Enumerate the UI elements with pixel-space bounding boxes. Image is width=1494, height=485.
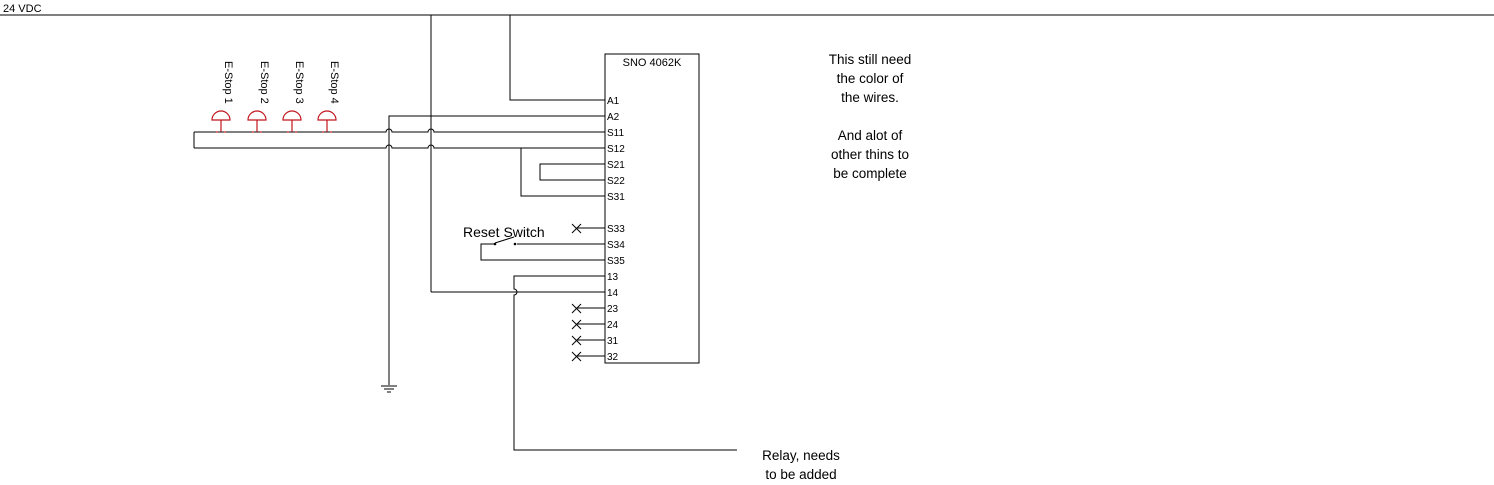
note-line: be complete bbox=[833, 166, 907, 181]
estop-label: E-Stop 2 bbox=[258, 61, 270, 104]
pin-label: 24 bbox=[607, 320, 619, 331]
relay-note-line: to be added bbox=[765, 467, 836, 482]
estop-label: E-Stop 4 bbox=[328, 61, 340, 104]
pin-label: S34 bbox=[607, 240, 625, 251]
estop-label: E-Stop 3 bbox=[293, 61, 305, 104]
estop-button-icon bbox=[211, 110, 231, 133]
estop-3: E-Stop 3 bbox=[282, 61, 305, 133]
note-line: the wires. bbox=[841, 90, 899, 105]
pin-label: S22 bbox=[607, 176, 625, 187]
completion-note: This still need the color of the wires. … bbox=[829, 52, 912, 181]
pin-label: S33 bbox=[607, 224, 625, 235]
estop-4: E-Stop 4 bbox=[317, 61, 340, 133]
estop-button-icon bbox=[317, 110, 337, 133]
pin-labels: A1 A2 S11 S12 S21 S22 S31 S33 S34 S35 13… bbox=[607, 96, 625, 363]
wire-s11-estop-loop bbox=[194, 128, 605, 133]
reset-switch-icon bbox=[493, 236, 517, 246]
estop-button-icon bbox=[247, 110, 267, 133]
ground-icon bbox=[381, 385, 397, 393]
note-line: And alot of bbox=[838, 128, 903, 143]
pin-label: 31 bbox=[607, 336, 619, 347]
pin-label: S12 bbox=[607, 144, 625, 155]
safety-relay-module bbox=[604, 53, 700, 364]
reset-switch-label: Reset Switch bbox=[463, 224, 545, 240]
pin-label: 13 bbox=[607, 272, 619, 283]
pin-label: S35 bbox=[607, 256, 625, 267]
note-line: other thins to bbox=[831, 147, 909, 162]
pin-label: S11 bbox=[607, 128, 624, 139]
pin-label: A2 bbox=[607, 112, 620, 123]
wire-s35 bbox=[480, 243, 605, 261]
wire-to-pin-a1 bbox=[509, 15, 605, 101]
estop-2: E-Stop 2 bbox=[247, 61, 270, 133]
wire-s12-estop-loop bbox=[194, 144, 605, 149]
pin-label: A1 bbox=[607, 96, 620, 107]
estop-label: E-Stop 1 bbox=[222, 61, 234, 104]
pin-label: 14 bbox=[607, 288, 619, 299]
wire-a2-to-ground bbox=[388, 115, 605, 385]
pin-label: 23 bbox=[607, 304, 619, 315]
note-line: This still need bbox=[829, 52, 912, 67]
pin-label: 32 bbox=[607, 352, 619, 363]
pin-label: S21 bbox=[607, 160, 625, 171]
estop-1: E-Stop 1 bbox=[211, 61, 234, 133]
unused-pin-stubs bbox=[571, 223, 605, 362]
jumper-s12-s31 bbox=[520, 148, 605, 197]
relay-note-line: Relay, needs bbox=[762, 448, 840, 463]
supply-label: 24 VDC bbox=[3, 3, 42, 15]
jumper-s21-s22 bbox=[539, 163, 605, 181]
wire-13-to-relay bbox=[513, 275, 737, 451]
note-line: the color of bbox=[837, 71, 904, 86]
estop-button-icon bbox=[282, 110, 302, 133]
relay-note: Relay, needs to be added bbox=[762, 448, 840, 482]
pin-label: S31 bbox=[607, 192, 625, 203]
module-name: SNO 4062K bbox=[623, 57, 682, 69]
